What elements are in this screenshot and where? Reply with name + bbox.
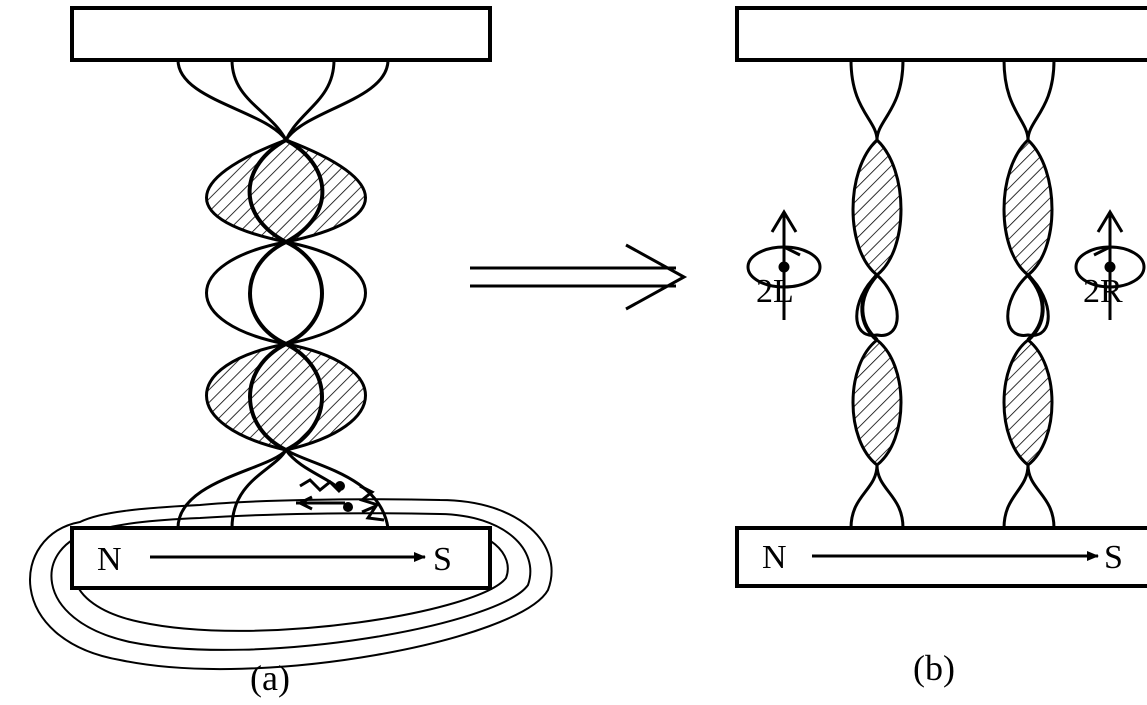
transition-arrow xyxy=(470,243,688,311)
magnet-a-north-label: N xyxy=(97,541,122,578)
upper-fan-a xyxy=(176,59,390,141)
right-helicity-label: 2R xyxy=(1083,273,1123,310)
magnet-b-north-label: N xyxy=(762,539,787,576)
top-plate-b xyxy=(735,6,1147,62)
magnet-a-south-label: S xyxy=(433,541,452,578)
magnet-b-south-label: S xyxy=(1104,539,1123,576)
lower-fan-a xyxy=(176,448,390,529)
left-helicity-label: 2L xyxy=(756,273,794,310)
panel-b-caption: (b) xyxy=(913,648,955,688)
panel-a-caption: (a) xyxy=(250,658,290,698)
panel-b xyxy=(735,6,1147,588)
left-rotation-icon xyxy=(746,209,822,320)
panel-a xyxy=(29,6,553,670)
left-tube-b xyxy=(849,59,905,529)
helix-a xyxy=(205,138,367,452)
right-tube-b xyxy=(1002,59,1056,529)
top-plate-a xyxy=(70,6,492,62)
right-rotation-icon xyxy=(1074,209,1146,320)
